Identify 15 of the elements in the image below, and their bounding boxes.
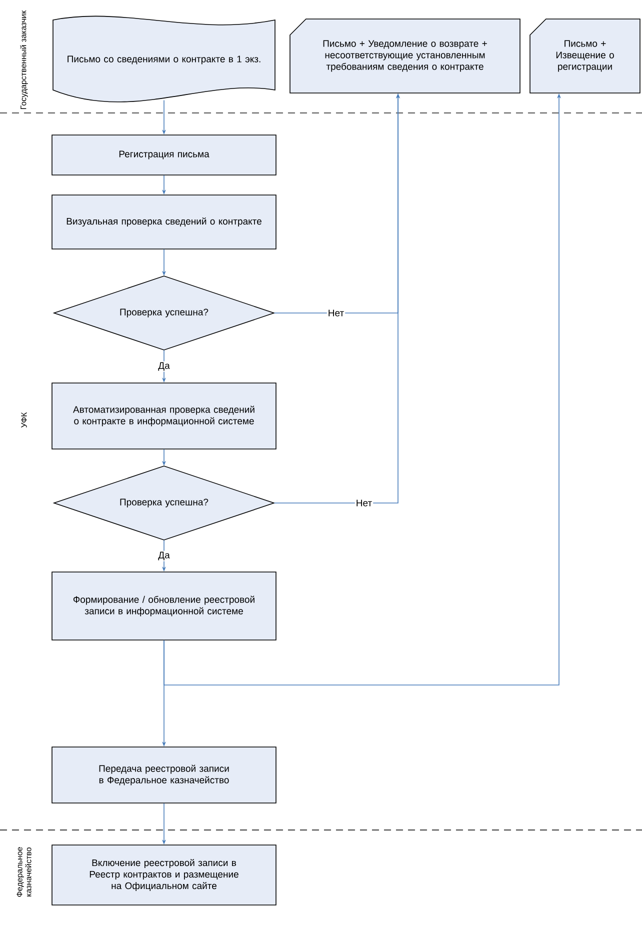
edge-label: Нет: [354, 498, 374, 508]
process-box: Передача реестровой записи в Федеральное казначейство: [52, 746, 276, 804]
process-box: Визуальная проверка сведений о контракте: [52, 194, 276, 250]
process-box: Регистрация письма: [52, 134, 276, 176]
lane-label: Федеральное казначейство: [16, 847, 32, 897]
edge-label: Да: [157, 550, 171, 562]
lane-label: УФК: [21, 412, 27, 428]
edge-label: Да: [157, 361, 171, 372]
card-box: Письмо + Уведомление о возврате + несоответствующие установленным требованиям сведения о контракте: [290, 18, 520, 94]
lane-label: Государственный заказчик: [20, 10, 28, 109]
process-box: Формирование / обновление реестровой записи в информационной системе: [52, 572, 276, 640]
process-box: Автоматизированная проверка сведений о контракте в информационной системе: [52, 382, 276, 450]
edge-label: Нет: [326, 308, 346, 318]
card-box: Письмо + Извещение о регистрации: [530, 18, 640, 94]
process-box: Включение реестровой записи в Реестр контрактов и размещение на Официальном сайте: [52, 844, 276, 906]
